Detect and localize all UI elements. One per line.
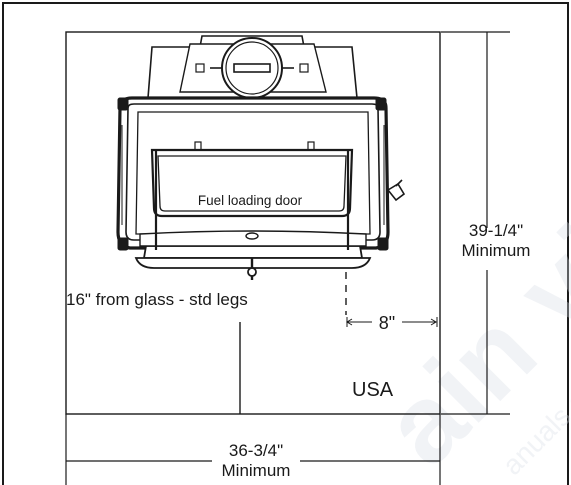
region-label: USA [352, 379, 394, 401]
stove-top-view [116, 35, 406, 280]
depth-min-label: Minimum [462, 241, 531, 260]
side-gap-dimension: 8" [346, 313, 438, 333]
clearance-box [65, 31, 441, 415]
legs-note-label: 16" from glass - std legs [66, 290, 248, 309]
depth-label: 39-1/4" [469, 221, 523, 240]
depth-dimension: 39-1/4" Minimum [441, 31, 531, 415]
width-min-label: Minimum [222, 461, 291, 480]
fuel-door-label: Fuel loading door [198, 193, 303, 208]
side-gap-label: 8" [379, 313, 395, 333]
width-dimension: 36-3/4" Minimum [65, 414, 441, 485]
width-label: 36-3/4" [229, 441, 283, 460]
